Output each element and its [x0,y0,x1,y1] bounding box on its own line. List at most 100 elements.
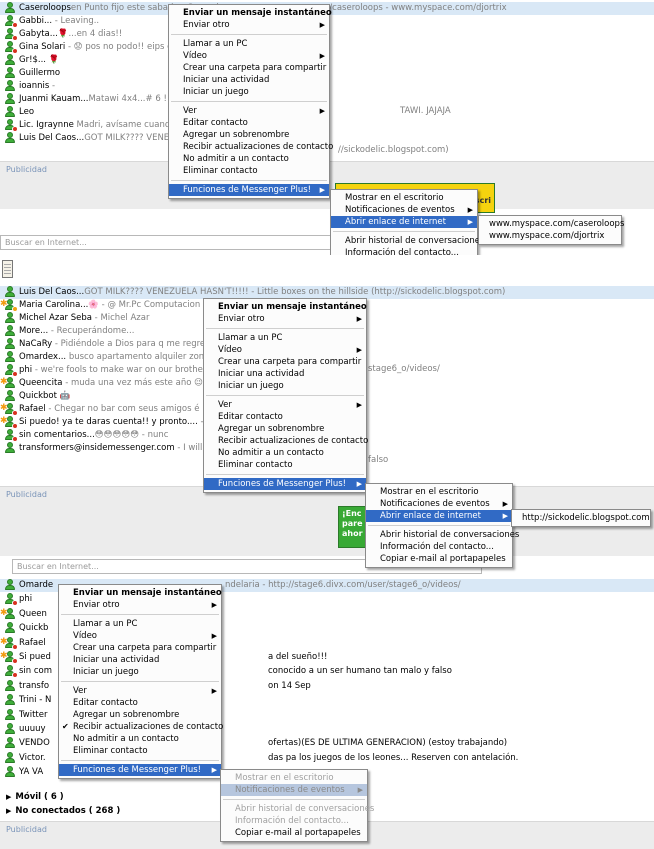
menu-call-pc[interactable]: Llamar a un PC [73,619,138,629]
menu-start-activity[interactable]: Iniciar una actividad [183,75,270,85]
group-offline[interactable]: ▶No conectados ( 268 ) [0,805,120,818]
menu-view[interactable]: Ver▶ [204,399,366,411]
contact-row[interactable]: Gabyta...🌹...en 4 dias!! [0,28,654,41]
contact-row[interactable]: sin comentarios...😳😳😳😳😳 - nunc [0,429,654,442]
menu-call-pc[interactable]: Llamar a un PC [218,333,283,343]
menu-edit-contact[interactable]: Editar contacto [73,698,138,708]
contact-row[interactable]: transformers@insidemessenger.com - I wil… [0,442,654,455]
menu-receive-updates[interactable]: ✔Recibir actualizaciones de contacto [59,721,223,733]
menu-copy-email[interactable]: Copiar e-mail al portapapeles [235,828,361,838]
menu-block[interactable]: No admitir a un contacto [218,448,324,458]
menu-edit-contact[interactable]: Editar contacto [218,412,283,422]
contact-row[interactable]: phi [0,593,654,607]
menu-show-desktop[interactable]: Mostrar en el escritorio [345,193,444,203]
menu-open-history[interactable]: Abrir historial de conversaciones [345,236,485,246]
menu-contact-info[interactable]: Información del contacto... [235,816,349,826]
menu-block[interactable]: No admitir a un contacto [183,154,289,164]
menu-create-folder[interactable]: Crear una carpeta para compartir [183,63,327,73]
menu-open-link[interactable]: Abrir enlace de internet▶ [331,216,477,228]
contact-row[interactable]: ioannis - [0,80,654,93]
menu-receive-updates[interactable]: Recibir actualizaciones de contacto [218,436,369,446]
contact-row[interactable]: Leo [0,106,654,119]
menu-send-im[interactable]: Enviar un mensaje instantáneo [183,8,332,18]
contact-row[interactable]: Guillermo [0,67,654,80]
contact-row[interactable]: sin com [0,665,654,679]
menu-open-history[interactable]: Abrir historial de conversaciones [380,530,520,540]
contact-row[interactable]: ✱Queen [0,607,654,621]
menu-copy-email[interactable]: Copiar e-mail al portapapeles [380,554,506,564]
contact-row[interactable]: ✱Si pued [0,651,654,664]
menu-start-game[interactable]: Iniciar un juego [183,87,249,97]
ad-banner[interactable]: ¡Enc pare ahor [338,506,368,548]
contact-row[interactable]: Omardex... busco apartamento alquiler zo… [0,351,654,364]
menu-send-im[interactable]: Enviar un mensaje instantáneo [73,588,222,598]
contact-row[interactable]: ✱Queencita - muda una vez más este año 😉 [0,377,654,390]
menu-delete[interactable]: Eliminar contacto [218,460,293,470]
group-mobile[interactable]: ▶Móvil ( 6 ) [0,791,64,804]
contact-row[interactable]: uuuuy [0,723,654,736]
contact-row[interactable]: More... - Recuperándome... [0,325,654,338]
contact-row[interactable]: ✱Rafael - Chegar no bar com seus amigos … [0,403,654,416]
menu-link-1[interactable]: www.myspace.com/caseroloops [489,219,625,229]
menu-plus-functions[interactable]: Funciones de Messenger Plus!▶ [59,764,221,776]
contact-row[interactable]: Victor. [0,751,654,765]
menu-add-nickname[interactable]: Agregar un sobrenombre [73,710,180,720]
contact-row[interactable]: phi - we're fools to make war on our bro… [0,364,654,377]
contact-row[interactable]: Quickbot 🤖 [0,390,654,403]
menu-send-other[interactable]: Enviar otro▶ [204,313,366,325]
menu-video[interactable]: Vídeo▶ [169,50,329,62]
menu-start-activity[interactable]: Iniciar una actividad [218,369,305,379]
menu-link-1[interactable]: http://sickodelic.blogspot.com [522,513,650,523]
menu-event-notifications[interactable]: Notificaciones de eventos▶ [366,498,512,510]
menu-call-pc[interactable]: Llamar a un PC [183,39,248,49]
menu-edit-contact[interactable]: Editar contacto [183,118,248,128]
contact-row[interactable]: ✱Rafael [0,636,654,650]
menu-add-nickname[interactable]: Agregar un sobrenombre [218,424,325,434]
menu-delete[interactable]: Eliminar contacto [73,746,148,756]
menu-send-im[interactable]: Enviar un mensaje instantáneo [218,302,367,312]
menu-start-activity[interactable]: Iniciar una actividad [73,655,160,665]
contact-row[interactable]: Gina Solari - 😟 pos no podo!! eips e [0,41,654,54]
contact-row[interactable]: YA VA [0,766,654,779]
contact-row[interactable]: transfo [0,679,654,693]
menu-video[interactable]: Vídeo▶ [204,344,366,356]
contact-row[interactable]: Trini - N [0,694,654,707]
menu-create-folder[interactable]: Crear una carpeta para compartir [73,643,217,653]
menu-video[interactable]: Vídeo▶ [59,630,221,642]
menu-plus-functions[interactable]: Funciones de Messenger Plus!▶ [204,478,366,490]
menu-link-2[interactable]: www.myspace.com/djortrix [489,231,605,241]
menu-contact-info[interactable]: Información del contacto... [380,542,494,552]
menu-event-notifications[interactable]: Notificaciones de eventos▶ [221,784,367,796]
contact-row[interactable]: Juanmi Kauam...Matawi 4x4...# 6 !!!! Cu [0,93,654,106]
menu-start-game[interactable]: Iniciar un juego [73,667,139,677]
contact-row[interactable]: Luis Del Caos...GOT MILK???? VENEZUELA [0,132,654,145]
contact-row[interactable]: Michel Azar Seba - Michel Azar [0,312,654,325]
menu-plus-functions[interactable]: Funciones de Messenger Plus!▶ [169,184,329,196]
contact-row[interactable]: Quickb [0,622,654,635]
menu-event-notifications[interactable]: Notificaciones de eventos▶ [331,204,477,216]
menu-view[interactable]: Ver▶ [169,105,329,117]
contact-row[interactable]: Luis Del Caos...GOT MILK???? VENEZUELA H… [0,286,654,299]
contact-row[interactable]: Twitter [0,708,654,722]
menu-add-nickname[interactable]: Agregar un sobrenombre [183,130,290,140]
menu-send-other[interactable]: Enviar otro▶ [59,599,221,611]
contact-row[interactable]: Gr!$... 🌹 [0,54,654,67]
contact-row[interactable]: Lic. Igraynne Madri, avísame cuando t [0,119,654,132]
contact-row[interactable]: NaCaRy - Pidiéndole a Dios para q me reg… [0,338,654,351]
menu-delete[interactable]: Eliminar contacto [183,166,258,176]
menu-start-game[interactable]: Iniciar un juego [218,381,284,391]
menu-view[interactable]: Ver▶ [59,685,221,697]
contact-name: Victor. [19,752,46,763]
menu-open-history[interactable]: Abrir historial de conversaciones [235,804,375,814]
contact-row[interactable]: Gabbi... - Leaving.. [0,15,654,28]
menu-create-folder[interactable]: Crear una carpeta para compartir [218,357,362,367]
menu-show-desktop[interactable]: Mostrar en el escritorio [235,773,334,783]
menu-send-other[interactable]: Enviar otro▶ [169,19,329,31]
menu-block[interactable]: No admitir a un contacto [73,734,179,744]
menu-open-link[interactable]: Abrir enlace de internet▶ [366,510,512,522]
menu-contact-info[interactable]: Información del contacto... [345,248,459,255]
menu-receive-updates[interactable]: Recibir actualizaciones de contacto [183,142,334,152]
contact-row[interactable]: ✱Maria Carolina...🌸 - @ Mr.Pc Computacio… [0,299,654,312]
menu-show-desktop[interactable]: Mostrar en el escritorio [380,487,479,497]
contact-row[interactable]: VENDO [0,737,654,750]
